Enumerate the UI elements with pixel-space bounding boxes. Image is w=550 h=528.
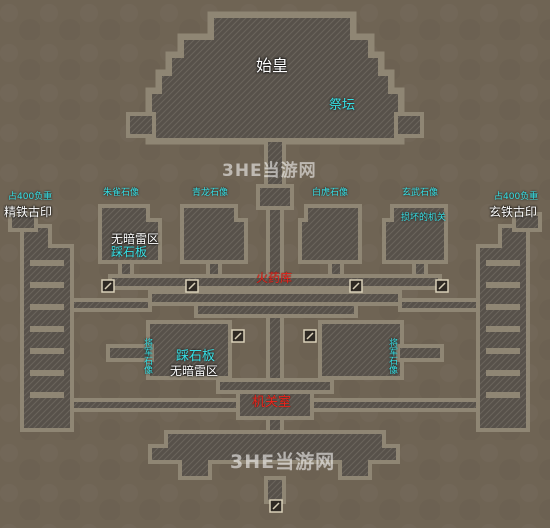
zhuque-room (98, 204, 162, 264)
label-no-mine-zone-upper: 无暗雷区 (111, 232, 160, 246)
label-mechanism-room: 机关室 (252, 395, 292, 410)
floors (8, 14, 542, 504)
watermark: 3HE当游网 (222, 156, 317, 181)
watermark-site: 当游网 (262, 161, 317, 181)
switch-icon (269, 499, 283, 513)
switch-icon (303, 329, 317, 343)
switch-icon (349, 279, 363, 293)
label-baihu-statue: 白虎石像 (312, 188, 349, 198)
label-no-mine-zone-lower: 无暗雷区 (170, 364, 219, 378)
altar-chamber (148, 14, 402, 142)
label-load-left: 占400负重 (8, 192, 53, 202)
switch-icon (185, 279, 199, 293)
switch-icon (101, 279, 115, 293)
watermark-site: 当游网 (275, 451, 336, 473)
watermark: 3HE当游网 (230, 447, 335, 474)
wing-stripes (30, 260, 520, 398)
label-zhuque-statue: 朱雀石像 (103, 188, 140, 198)
baihu-room (298, 204, 362, 264)
label-general-statue-right: 将军石像 (389, 339, 399, 376)
switch-icon (435, 279, 449, 293)
label-qinglong-statue: 青龙石像 (192, 188, 229, 198)
label-jingtie-seal: 精铁古印 (4, 205, 53, 219)
label-broken-mechanism: 损坏的机关 (401, 213, 447, 223)
label-jitan: 祭坛 (329, 98, 356, 113)
label-step-plate-upper: 踩石板 (111, 245, 148, 259)
label-general-statue-left: 将军石像 (144, 339, 154, 376)
label-load-right: 占400负重 (494, 192, 539, 202)
label-central-room: 火药库 (256, 271, 293, 285)
watermark-brand: 3HE (222, 161, 263, 181)
switch-markers (101, 279, 449, 513)
watermark-brand: 3HE (230, 451, 276, 473)
label-xuantie-seal: 玄铁古印 (489, 205, 538, 219)
qinglong-room (180, 204, 248, 264)
switch-icon (231, 329, 245, 343)
label-xuanwu-statue: 玄武石像 (402, 188, 439, 198)
bottom-hall (148, 430, 400, 480)
label-step-plate-lower: 踩石板 (176, 349, 216, 364)
xuanwu-room (382, 204, 448, 264)
label-shihuang: 始皇 (256, 56, 289, 75)
